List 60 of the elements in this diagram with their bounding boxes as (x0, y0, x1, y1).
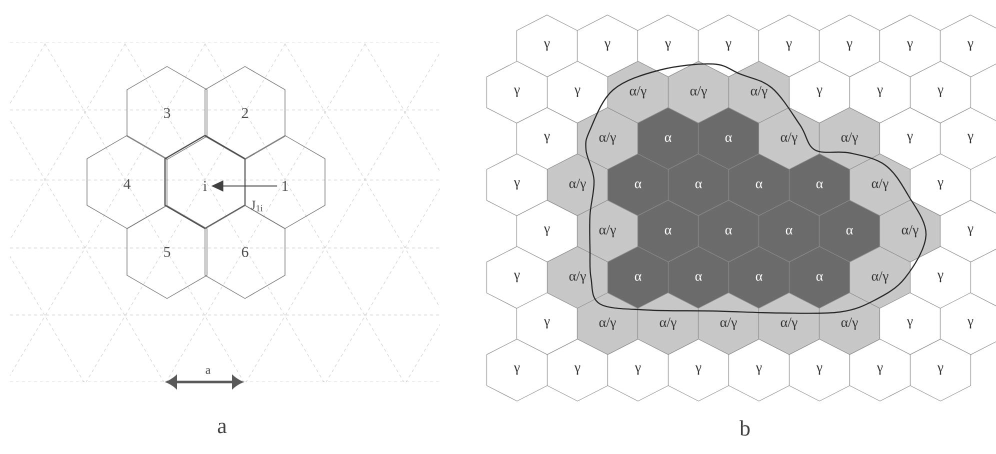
hex-cell: α/γ (849, 246, 911, 309)
hex-cell: α/γ (576, 200, 638, 263)
hex-cell: γ (788, 338, 850, 402)
hex-cell: α (728, 246, 790, 309)
hex-cell: γ (516, 14, 578, 78)
hex-cell: α (637, 200, 699, 263)
panel-label: a (218, 422, 227, 434)
hex-cell: γ (576, 14, 638, 78)
hex-cell: α/γ (879, 200, 941, 263)
hex-cell: α/γ (818, 107, 880, 170)
node-label: γ (967, 226, 974, 236)
panel-label: b (740, 420, 750, 436)
hex-cell: γ (910, 154, 972, 216)
hex-cell: γ (546, 338, 608, 402)
hex-cell: γ (516, 200, 578, 263)
node-label: γ (967, 319, 974, 328)
hex-cell: α (637, 107, 699, 170)
hex-cell: α (818, 200, 880, 263)
hex-cell: γ (728, 338, 790, 402)
hex-cell: γ (486, 154, 548, 216)
hex-cell: α (758, 200, 820, 263)
hex-cell: γ (910, 246, 972, 309)
hex-cell: α (607, 246, 669, 309)
hex-cell: α (698, 107, 760, 170)
hex-cell: γ (758, 14, 820, 78)
hex-cell: α (607, 154, 669, 216)
hex-cell: γ (607, 338, 669, 402)
hex-cell: γ (940, 200, 996, 263)
hex-cell: α (668, 246, 730, 309)
hex-cell: γ (516, 107, 578, 170)
hex-cell: α (728, 154, 790, 216)
hex-cell: α (788, 246, 850, 309)
edge-label: J$_{1i}$ (250, 200, 263, 212)
hex-cell: α/γ (758, 107, 820, 170)
hex-cell: γ (637, 14, 699, 78)
hex-cell: γ (698, 14, 760, 78)
hex-cell: α/γ (849, 154, 911, 216)
hex-cell: γ (818, 14, 880, 78)
hex-cell: 2 (204, 66, 286, 160)
dimension-label: a (206, 368, 210, 374)
hex-cell: γ (940, 107, 996, 170)
hex-cell: γ (486, 338, 548, 402)
hex-cell: γ (668, 338, 730, 402)
hex-cell: γ (486, 246, 548, 309)
hex-cell: γ (849, 338, 911, 402)
hex-cell: α/γ (546, 154, 608, 216)
hex-cell: γ (879, 107, 941, 170)
hex-cell: α (698, 200, 760, 263)
hex-cell: α/γ (576, 107, 638, 170)
node-label: γ (967, 41, 974, 51)
node-label: γ (967, 134, 974, 144)
hex-cell: 4 (86, 135, 168, 229)
hex-cell: α/γ (546, 246, 608, 309)
hex-cell: γ (879, 14, 941, 78)
hex-cell: γ (940, 14, 996, 78)
hex-cell: α (668, 154, 730, 216)
hex-cell: α (788, 154, 850, 216)
hex-cell: 3 (126, 66, 208, 160)
hex-cell: γ (910, 338, 972, 402)
hex-cell: 5 (126, 205, 208, 299)
